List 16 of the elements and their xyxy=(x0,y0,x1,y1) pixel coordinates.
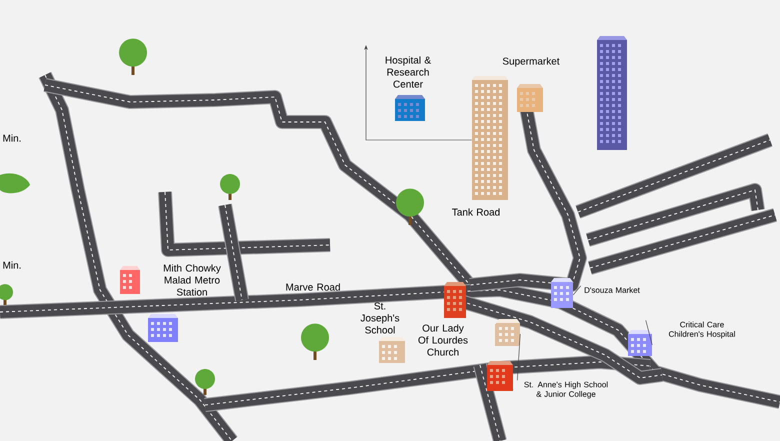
building-drawing xyxy=(472,76,508,200)
building-drawing xyxy=(628,330,652,356)
building-drawing xyxy=(551,278,573,308)
place-label: Critical Care Children's Hospital xyxy=(668,322,735,338)
building-drawing xyxy=(496,318,520,345)
place-label: Marve Road xyxy=(286,283,340,291)
place-label: Hospital & Research Center xyxy=(386,56,431,88)
place-label: St. Joseph's School xyxy=(360,302,400,334)
place-label: D'souza Market xyxy=(584,287,640,293)
place-label: St. Anne's High School & Junior College xyxy=(524,382,608,398)
place-label: Our Lady Of Lourdes Church xyxy=(418,324,468,356)
place-label: Mith Chowky Malad Metro Station xyxy=(164,264,221,296)
place-label: Supermarket xyxy=(502,57,560,67)
place-label: Min. xyxy=(3,261,21,269)
place-label: Tank Road xyxy=(452,208,500,216)
place-label: Min. xyxy=(3,134,21,142)
